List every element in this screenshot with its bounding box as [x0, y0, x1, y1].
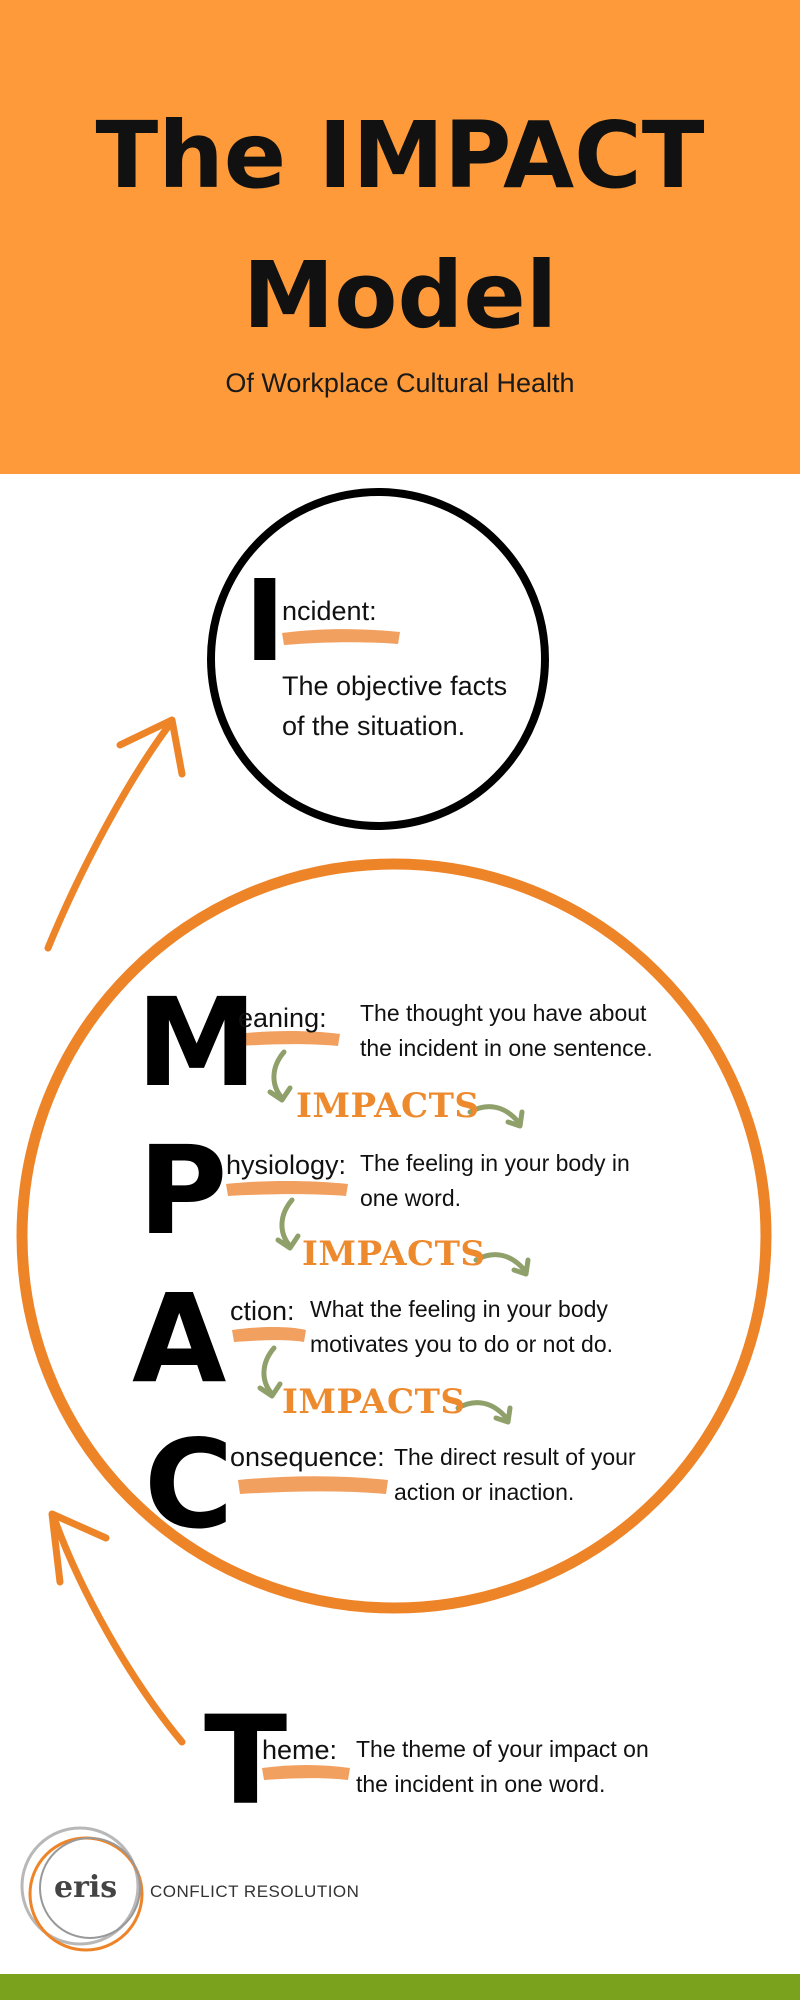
page-title-line-1: The IMPACT: [95, 102, 705, 209]
impact-circle: [16, 858, 772, 1614]
physiology-word: hysiology:: [226, 1150, 347, 1180]
incident-circle: [207, 488, 549, 830]
logo-ring-inner: [39, 1837, 141, 1939]
page-subtitle: Of Workplace Cultural Health: [225, 368, 575, 398]
green-arrow-right-3: [458, 1403, 510, 1422]
letter-c: C: [144, 1414, 234, 1556]
page-title-line-2: Model: [242, 242, 558, 349]
underline-incident: [282, 629, 400, 645]
impacts-label-1: IMPACTS: [296, 1086, 480, 1126]
physiology-description: The feeling in your body in one word.: [360, 1150, 630, 1211]
green-arrow-down-1: [270, 1052, 290, 1100]
underline-action: [232, 1327, 306, 1342]
arrow-to-incident: [44, 716, 186, 952]
letter-t: T: [204, 1690, 288, 1832]
underline-theme: [262, 1765, 350, 1780]
incident-word: ncident:: [282, 596, 377, 626]
letter-p: P: [138, 1120, 228, 1262]
meaning-word: eaning:: [238, 1003, 327, 1033]
letter-m: M: [136, 972, 258, 1114]
header-banner: [0, 0, 800, 474]
underline-consequence: [238, 1476, 388, 1494]
letter-a: A: [132, 1268, 227, 1410]
theme-description: The theme of your impact on the incident…: [356, 1736, 649, 1797]
theme-word: heme:: [262, 1735, 338, 1765]
meaning-description: The thought you have about the incident …: [360, 1000, 653, 1061]
arrow-from-theme: [48, 1510, 186, 1746]
underline-meaning: [238, 1031, 340, 1046]
logo-ring-grey: [20, 1826, 140, 1946]
action-word: ction:: [230, 1296, 295, 1326]
green-arrow-down-3: [260, 1348, 280, 1396]
impacts-label-3: IMPACTS: [282, 1382, 466, 1422]
green-arrow-down-2: [278, 1200, 298, 1248]
action-description: What the feeling in your body motivates …: [310, 1296, 614, 1357]
consequence-description: The direct result of your action or inac…: [394, 1444, 636, 1505]
footer-bar: [0, 1974, 800, 2000]
consequence-word: onsequence:: [230, 1442, 385, 1472]
logo-tagline: CONFLICT RESOLUTION: [150, 1882, 360, 1901]
letter-i: I: [244, 557, 286, 687]
logo-wordmark: eris: [54, 1870, 118, 1905]
impacts-label-2: IMPACTS: [302, 1234, 486, 1274]
underline-physiology: [226, 1181, 348, 1196]
incident-description: The objective facts of the situation.: [282, 671, 508, 741]
